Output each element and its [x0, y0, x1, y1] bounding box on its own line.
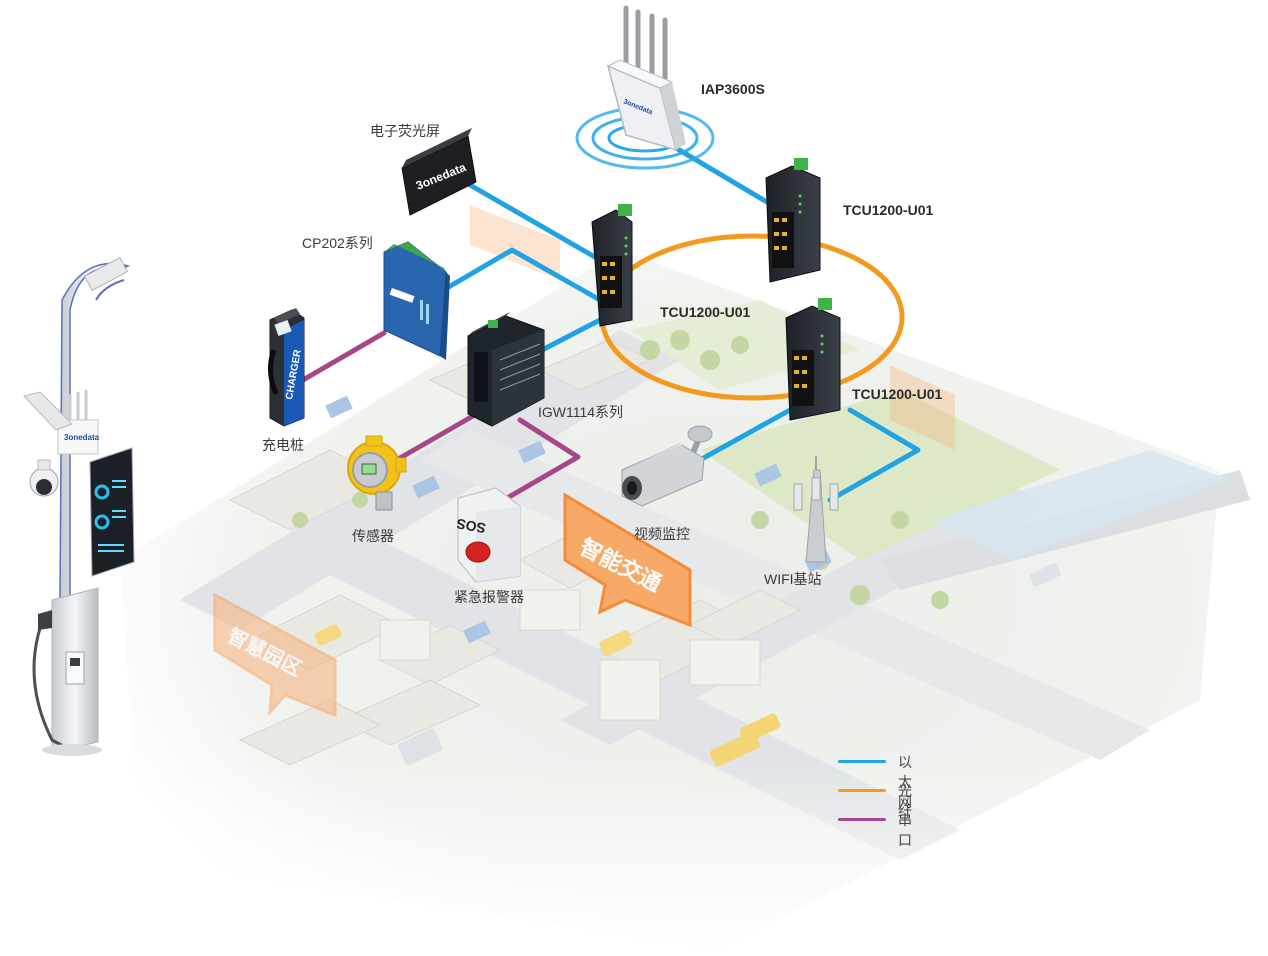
label-camera: 视频监控 [634, 526, 690, 542]
legend-label-serial: 串口 [898, 812, 912, 848]
label-sensor: 传感器 [352, 528, 394, 544]
tcu-left-device [591, 204, 633, 327]
legend-swatch-fiber [838, 789, 886, 792]
serial-lines [293, 330, 581, 508]
legend-label-fiber: 光纤 [898, 783, 912, 819]
alarm-device: SOS [455, 487, 521, 583]
eth-camera-tcu-lower [697, 407, 793, 463]
pole-logo: 3onedata [64, 433, 100, 442]
label-igw1114: IGW1114系列 [538, 404, 624, 420]
cp202-device [383, 241, 450, 360]
charger-device: CHARGER [268, 308, 305, 427]
label-tcu-left: TCU1200-U01 [660, 304, 751, 320]
label-alarm: 紧急报警器 [454, 589, 524, 605]
sensor-device [347, 435, 407, 511]
label-charger: 充电桩 [262, 437, 304, 453]
legend-label-ethernet: 以太网 [898, 754, 912, 810]
legend-swatch-serial [838, 818, 886, 821]
legend-swatch-ethernet [838, 760, 886, 763]
label-iap3600s: IAP3600S [701, 81, 765, 97]
label-wifi: WIFI基站 [764, 571, 822, 587]
wifi-tower-device [793, 456, 839, 563]
serial-alarm-igw [492, 417, 581, 508]
camera-device [621, 425, 713, 507]
label-tcu-lower: TCU1200-U01 [852, 386, 943, 402]
label-cp202: CP202系列 [302, 235, 373, 251]
eth-wifi-tcu-lower [827, 407, 921, 503]
eth-display-tcu-left [467, 182, 603, 263]
sign-faded-top [470, 205, 560, 280]
serial-charger-cp202 [293, 330, 387, 387]
iap3600s-device: 3onedata [575, 5, 715, 170]
igw1114-device [467, 312, 545, 427]
label-display: 电子荧光屏 [370, 123, 440, 139]
city-background [0, 250, 1268, 956]
eth-igw-tcu-left [539, 317, 603, 353]
tcu-top-right-device [765, 158, 821, 283]
display-device: 3onedata [401, 128, 477, 216]
eth-cp202-tcu-left [437, 247, 603, 303]
ethernet-lines [437, 145, 921, 503]
sign-faded-right [890, 365, 955, 450]
eth-iap-tcu-right [673, 145, 775, 208]
alarm-sos-text: SOS [455, 516, 487, 537]
smart-pole: 3onedata [23, 256, 135, 756]
label-tcu-top-right: TCU1200-U01 [843, 202, 934, 218]
serial-sensor-igw [397, 409, 483, 461]
tcu-lower-device [785, 298, 841, 421]
